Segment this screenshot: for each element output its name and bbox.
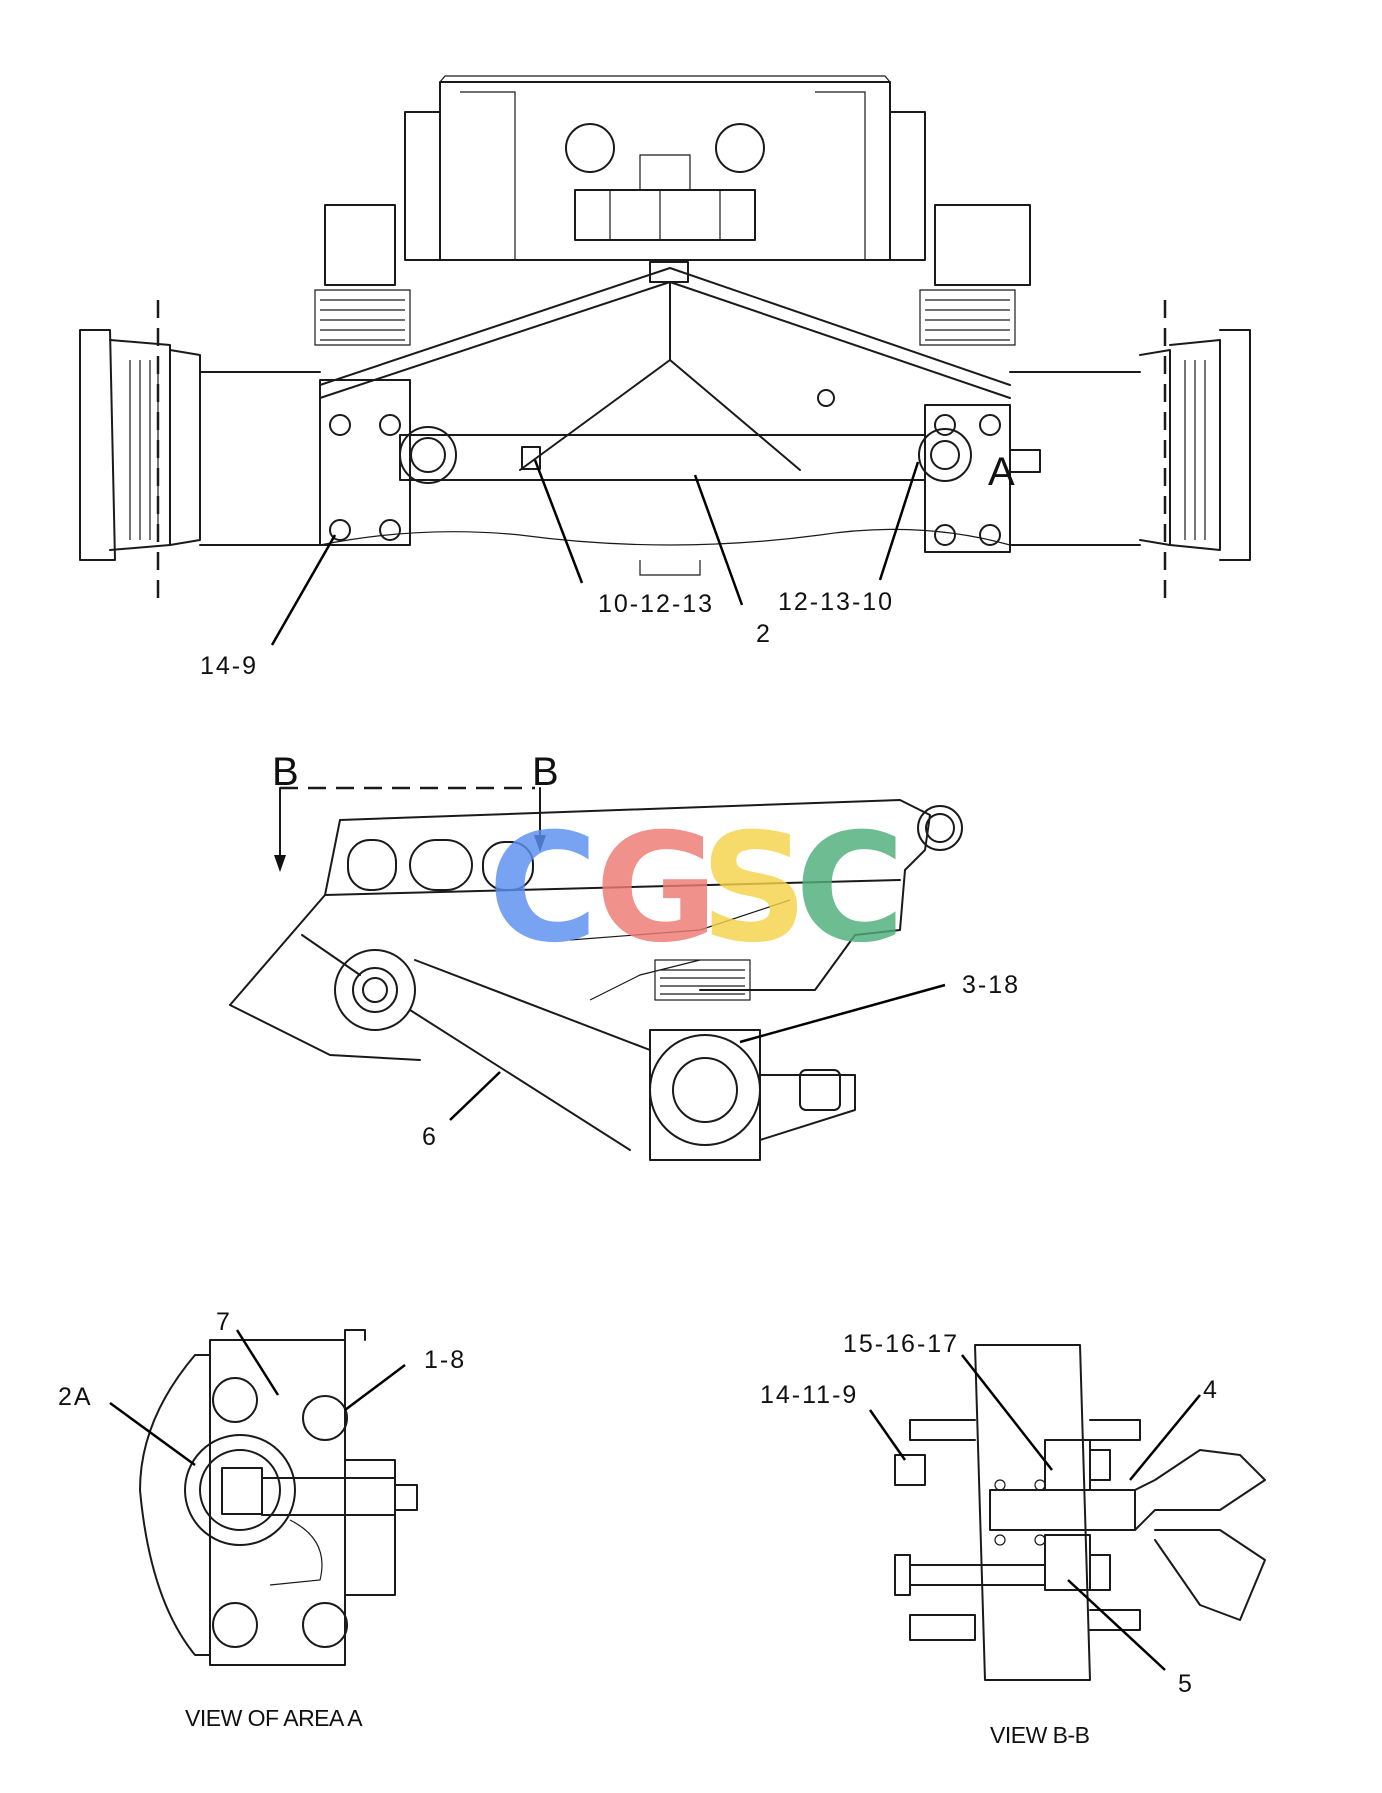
callout-2a: 2A — [58, 1383, 93, 1411]
callout-6: 6 — [422, 1123, 438, 1151]
callout-14-11-9: 14-11-9 — [760, 1381, 858, 1409]
callout-5: 5 — [1178, 1670, 1194, 1698]
callout-2: 2 — [756, 620, 772, 648]
callout-10-12-13: 10-12-13 — [598, 590, 714, 618]
leader-lines — [109, 459, 1201, 1671]
watermark-letter-1: C — [488, 802, 598, 976]
watermark-logo: C G S C — [488, 802, 905, 976]
side-arm-view — [229, 786, 963, 1161]
view-b-b — [894, 1344, 1266, 1681]
callout-4: 4 — [1203, 1376, 1219, 1404]
callout-12-13-10: 12-13-10 — [778, 588, 894, 616]
section-b-left-marker: B — [272, 750, 299, 794]
callout-3-18: 3-18 — [962, 971, 1020, 999]
section-b-right-marker: B — [532, 750, 559, 794]
area-a-marker: A — [988, 450, 1015, 494]
callout-1-8: 1-8 — [424, 1346, 466, 1374]
callout-14-9-top: 14-9 — [200, 652, 258, 680]
callout-labels: 14-9 10-12-13 2 12-13-10 A B B 3-18 6 7 … — [58, 450, 1219, 1748]
watermark-letter-4: C — [795, 802, 905, 976]
caption-view-b-b: VIEW B-B — [990, 1722, 1090, 1748]
watermark-letter-2: G — [595, 802, 718, 976]
caption-view-of-area-a: VIEW OF AREA A — [185, 1705, 363, 1731]
view-of-area-a — [139, 1329, 418, 1666]
watermark-letter-3: S — [700, 802, 808, 976]
callout-15-16-17: 15-16-17 — [843, 1330, 959, 1358]
callout-7: 7 — [216, 1308, 232, 1336]
top-assembly-view — [79, 75, 1251, 600]
